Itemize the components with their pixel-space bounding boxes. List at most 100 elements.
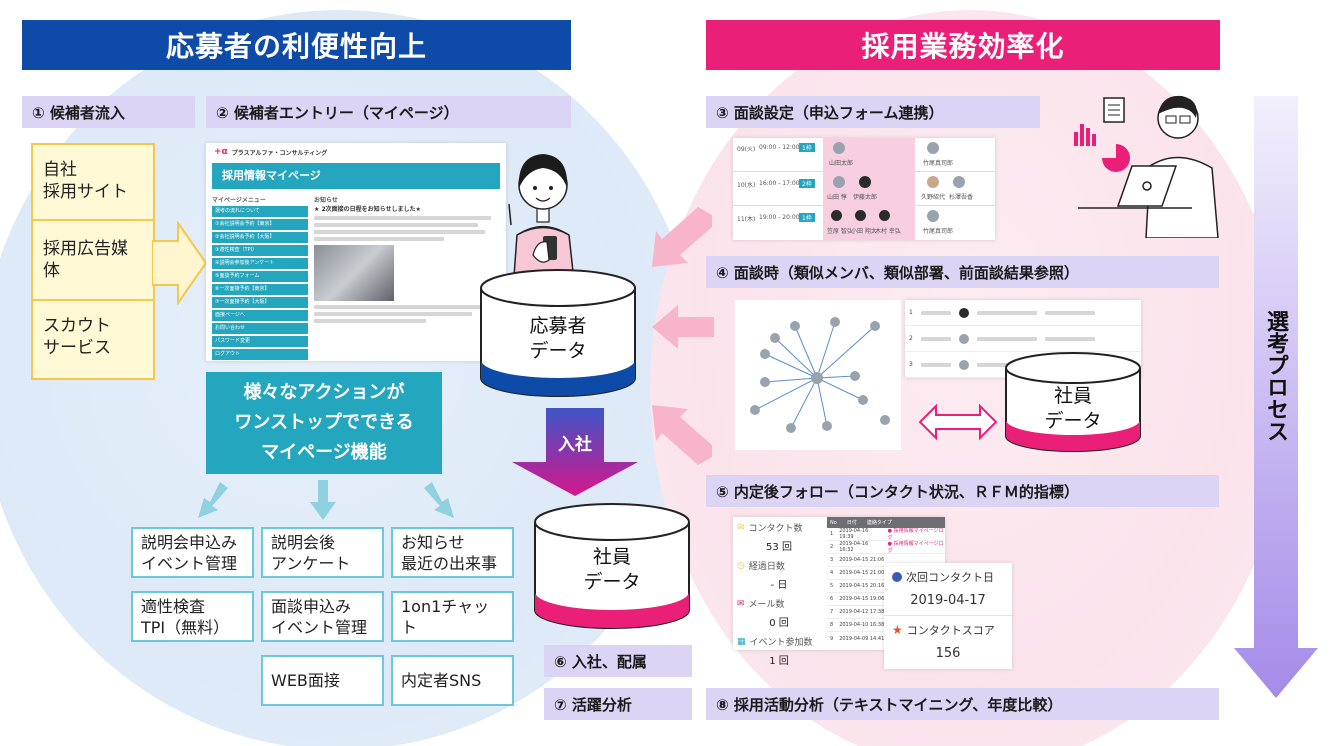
calendar-icon: ▦ (737, 636, 746, 647)
mail-icon: ✉ (737, 598, 745, 609)
schedule-person: 杉澤吾香 (949, 194, 974, 201)
join-label: 入社 (558, 435, 592, 455)
avatar-icon (927, 142, 939, 154)
step-3-label: ③ 面談設定（申込フォーム連携） (706, 96, 1040, 128)
stat-contact-count-value: 53 回 (766, 542, 792, 553)
schedule-date: 10(水) (737, 182, 756, 189)
menu-item[interactable]: ログアウト (212, 349, 308, 360)
applicant-db-line1: 応募者 (529, 315, 587, 337)
step-1-label: ① 候補者流入 (22, 96, 195, 128)
avatar-icon (953, 176, 965, 188)
source-job-ads: 採用広告媒体 (31, 219, 155, 301)
menu-item[interactable]: 選考の流れについて (212, 206, 308, 217)
schedule-row: 11(木) 19:00 - 20:00 1枠 笠原 智弘 小田 翔太 木村 幸弘… (733, 206, 995, 240)
feature-line1: 様々なアクションが (243, 382, 405, 403)
right-to-left-arrows (652, 207, 714, 465)
menu-item[interactable]: ①会社説明会予約【東京】 (212, 219, 308, 230)
mypage-screenshot: +α プラスアルファ・コンサルティング 採用情報マイページ マイページメニュー … (206, 143, 506, 361)
avatar-icon (833, 142, 845, 154)
stat-contact-count: ✉コンタクト数 (737, 522, 803, 535)
applicant-woman-illustration (508, 154, 576, 290)
similar-member-network (735, 300, 901, 450)
stat-elapsed-days-value: - 日 (770, 580, 788, 591)
action-news: お知らせ 最近の出来事 (391, 527, 514, 578)
step-6-label: ⑥ 入社、配属 (544, 645, 692, 677)
action-aptitude-test: 適性検査 TPI（無料） (131, 591, 254, 642)
mypage-feature-box: 様々なアクションが ワンストップでできる マイページ機能 (206, 372, 442, 474)
schedule-badge: 1枠 (799, 213, 815, 222)
next-contact-value: 2019-04-17 (910, 593, 986, 608)
notice-photo (314, 245, 394, 301)
menu-item[interactable]: ⑦一次面接予約【大阪】 (212, 297, 308, 308)
employee-database-right-cylinder (1005, 352, 1141, 452)
employee-db-center-line1: 社員 (592, 546, 631, 568)
mypage-title: 採用情報マイページ (212, 163, 500, 189)
menu-item[interactable]: ③適性検査（TPI） (212, 245, 308, 256)
history-row: 1 (905, 300, 1141, 326)
avatar-icon (879, 210, 890, 221)
menu-item[interactable]: ②会社説明会予約【大阪】 (212, 232, 308, 243)
schedule-row: 10(水) 16:00 - 17:00 2枠 山田 惇 伊藤太郎 久野紹代 杉澤… (733, 172, 995, 206)
source-company-site: 自社 採用サイト (31, 143, 155, 221)
action-1on1-chat: 1on1チャット (391, 591, 514, 642)
mypage-menu: マイページメニュー 選考の流れについて ①会社説明会予約【東京】 ②会社説明会予… (212, 195, 308, 362)
schedule-time: 09:00 - 12:00 (759, 144, 800, 151)
employee-db-center-line2: データ (583, 571, 641, 593)
schedule-person: 山田太郎 (829, 160, 854, 167)
menu-header: マイページメニュー (212, 197, 266, 204)
schedule-person: 久野紹代 (921, 194, 946, 201)
left-section-banner: 応募者の利便性向上 (22, 20, 571, 70)
action-interview-booking: 面談申込み イベント管理 (261, 591, 384, 642)
feature-line3: マイページ機能 (261, 442, 387, 463)
schedule-date: 09(火) (737, 146, 756, 153)
contact-summary-card: 次回コンタクト日 2019-04-17 ★ コンタクトスコア 156 (884, 563, 1012, 669)
stat-elapsed-days: ◷経過日数 (737, 560, 785, 573)
employee-database-center-cylinder (534, 503, 690, 629)
menu-item[interactable]: ⑥一次面接予約【東京】 (212, 284, 308, 295)
schedule-badge: 1枠 (799, 143, 815, 152)
star-icon: ★ (892, 623, 903, 637)
stat-event-count: ▦イベント参加数 (737, 636, 813, 649)
avatar-icon (831, 210, 842, 221)
employee-db-right-line1: 社員 (1053, 385, 1092, 407)
avatar-icon (859, 176, 871, 188)
feature-arrows (198, 480, 454, 520)
step-7-label: ⑦ 活躍分析 (544, 688, 692, 720)
action-web-interview: WEB面接 (261, 655, 384, 706)
menu-item[interactable]: ⑤面談予約フォーム (212, 271, 308, 282)
next-contact-label: 次回コンタクト日 (906, 571, 994, 584)
stat-mail-count: ✉メール数 (737, 598, 785, 611)
applicant-database-cylinder (480, 269, 636, 397)
action-seminar-booking: 説明会申込み イベント管理 (131, 527, 254, 578)
interview-schedule-screenshot: 09(火) 09:00 - 12:00 1枠 山田太郎 竹尾真司郎 10(水) … (733, 138, 995, 240)
mypage-header: +α プラスアルファ・コンサルティング (206, 143, 506, 161)
schedule-date: 11(木) (737, 216, 756, 223)
schedule-person: 竹尾真司郎 (923, 160, 954, 167)
schedule-highlight-column (823, 138, 915, 240)
contact-score-label: コンタクトスコア (906, 624, 995, 637)
contact-score-value: 156 (935, 646, 961, 661)
avatar-icon (927, 176, 939, 188)
feature-line2: ワンストップでできる (234, 412, 414, 433)
schedule-row: 09(火) 09:00 - 12:00 1枠 山田太郎 竹尾真司郎 (733, 138, 995, 172)
schedule-time: 16:00 - 17:00 (759, 180, 800, 187)
menu-item[interactable]: パスワード変更 (212, 336, 308, 347)
user-icon (892, 572, 902, 582)
notice-header: お知らせ (314, 197, 338, 204)
step-4-label: ④ 面談時（類似メンバ、類似部署、前面談結果参照） (706, 256, 1219, 288)
bidirectional-arrow (918, 403, 998, 441)
schedule-badge: 2枠 (799, 179, 815, 188)
menu-item[interactable]: ④説明会参加後アンケート (212, 258, 308, 269)
schedule-person: 竹尾真司郎 (923, 228, 954, 235)
action-offer-sns: 内定者SNS (391, 655, 514, 706)
step-8-label: ⑧ 採用活動分析（テキストマイニング、年度比較） (706, 688, 1219, 720)
schedule-person: 木村 幸弘 (875, 228, 901, 235)
menu-item[interactable]: お問い合わせ (212, 323, 308, 334)
selection-process-arrow (1234, 96, 1318, 698)
menu-item[interactable]: 面接ページへ (212, 310, 308, 321)
history-row: 2 (905, 326, 1141, 352)
notice-title: ★ 2次面接の日程をお知らせしました★ (314, 206, 421, 213)
